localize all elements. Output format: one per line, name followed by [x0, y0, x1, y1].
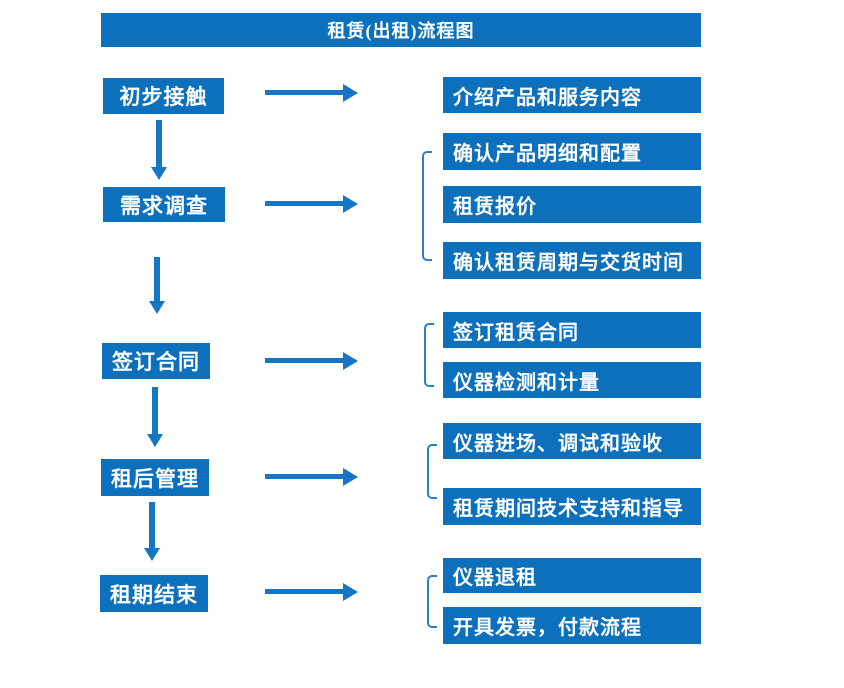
diagram-title: 租赁(出租)流程图: [327, 21, 475, 41]
detail-box-confirm-period-delivery: 确认租赁周期与交货时间: [443, 242, 701, 279]
detail-label: 租赁报价: [453, 196, 537, 218]
down-arrow-shaft: [149, 502, 155, 548]
right-arrow-shaft: [265, 201, 343, 206]
group-bracket-icon: [422, 151, 432, 261]
step-label: 租后管理: [111, 466, 199, 491]
right-arrow-shaft: [265, 589, 343, 594]
group-bracket-icon: [427, 444, 437, 499]
right-arrow-icon: [265, 352, 358, 370]
down-arrow-head: [149, 301, 165, 314]
down-arrow-shaft: [152, 387, 158, 434]
step-box-rental-end: 租期结束: [100, 575, 208, 612]
right-arrow-shaft: [265, 474, 343, 479]
step-label: 签订合同: [112, 350, 200, 374]
detail-box-instrument-setup-acceptance: 仪器进场、调试和验收: [443, 423, 701, 459]
right-arrow-shaft: [265, 90, 343, 95]
right-arrow-shaft: [265, 358, 343, 363]
right-arrow-head: [343, 84, 358, 102]
step-box-sign-contract: 签订合同: [102, 343, 210, 379]
step-box-demand-survey: 需求调查: [103, 187, 225, 222]
down-arrow-head: [144, 548, 160, 561]
detail-label: 仪器进场、调试和验收: [453, 432, 663, 455]
detail-box-invoice-payment: 开具发票，付款流程: [443, 607, 701, 644]
detail-label: 租赁期间技术支持和指导: [453, 498, 684, 520]
right-arrow-head: [343, 352, 358, 370]
detail-box-rental-quotation: 租赁报价: [443, 186, 701, 223]
right-arrow-icon: [265, 195, 358, 213]
detail-label: 介绍产品和服务内容: [453, 86, 642, 109]
step-box-post-rental-management: 租后管理: [101, 459, 209, 496]
right-arrow-icon: [265, 583, 358, 601]
down-arrow-shaft: [156, 120, 162, 167]
detail-label: 确认租赁周期与交货时间: [453, 252, 684, 274]
down-arrow-shaft: [154, 257, 160, 301]
step-label: 需求调查: [120, 193, 208, 218]
right-arrow-head: [343, 583, 358, 601]
detail-label: 开具发票，付款流程: [453, 617, 642, 639]
step-box-initial-contact: 初步接触: [103, 78, 224, 114]
group-bracket-icon: [424, 323, 434, 387]
down-arrow-head: [147, 434, 163, 447]
down-arrow-icon: [149, 257, 165, 314]
right-arrow-icon: [265, 84, 358, 102]
down-arrow-icon: [151, 120, 167, 180]
right-arrow-head: [343, 468, 358, 486]
down-arrow-icon: [147, 387, 163, 447]
detail-box-confirm-product-config: 确认产品明细和配置: [443, 133, 701, 170]
group-bracket-icon: [427, 575, 437, 628]
detail-box-introduce-products: 介绍产品和服务内容: [443, 77, 701, 113]
detail-label: 仪器退租: [453, 567, 537, 589]
right-arrow-icon: [265, 468, 358, 486]
detail-box-sign-rental-contract: 签订租赁合同: [443, 312, 701, 348]
detail-box-instrument-return: 仪器退租: [443, 558, 701, 593]
right-arrow-head: [343, 195, 358, 213]
detail-box-technical-support: 租赁期间技术支持和指导: [443, 488, 701, 525]
down-arrow-icon: [144, 502, 160, 561]
detail-label: 签订租赁合同: [453, 321, 579, 344]
detail-label: 仪器检测和计量: [453, 371, 600, 394]
detail-label: 确认产品明细和配置: [453, 143, 642, 165]
detail-box-instrument-testing: 仪器检测和计量: [443, 362, 701, 398]
step-label: 租期结束: [110, 582, 198, 607]
diagram-title-banner: 租赁(出租)流程图: [101, 13, 701, 47]
down-arrow-head: [151, 167, 167, 180]
step-label: 初步接触: [119, 85, 208, 109]
